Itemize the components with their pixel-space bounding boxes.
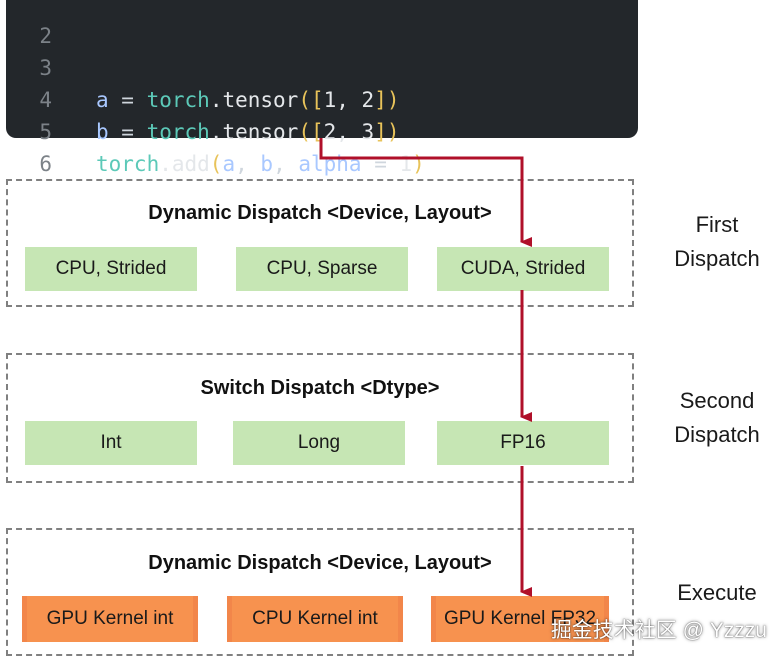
code-token: a — [96, 88, 109, 112]
code-panel: 2 3 a = torch.tensor([1, 2]) 4 b = torch… — [6, 0, 638, 176]
code-text: b = torch.tensor([2, 3]) — [96, 116, 400, 148]
code-token: 2, 3 — [323, 120, 375, 144]
code-token: ([ — [298, 120, 324, 144]
line-number: 2 — [39, 24, 52, 48]
first-dispatch-group: Dynamic Dispatch <Device, Layout> CPU, S… — [6, 179, 634, 307]
code-token: .add — [159, 152, 210, 176]
code-token: = — [108, 120, 147, 144]
box-long: Long — [233, 421, 405, 465]
side-label-line: Second — [679, 388, 755, 413]
code-text: a = torch.tensor([1, 2]) — [96, 84, 400, 116]
code-text: torch.add(a, b, alpha = 1) — [96, 148, 425, 180]
code-token: torch — [146, 120, 210, 144]
box-cpu-sparse: CPU, Sparse — [236, 247, 408, 291]
code-token: 1, 2 — [323, 88, 375, 112]
code-token: a — [222, 152, 236, 176]
box-cpu-strided: CPU, Strided — [25, 247, 197, 291]
box-gpu-kernel-fp32: GPU Kernel FP32 — [431, 596, 609, 642]
box-fp16: FP16 — [437, 421, 609, 465]
side-label-line: Dispatch — [674, 422, 760, 447]
code-token: torch — [96, 152, 160, 176]
code-token: ( — [209, 152, 223, 176]
arrow-code-to-cuda — [319, 138, 532, 247]
code-line-5: 5 torch.add(a, b, alpha = 1) — [6, 84, 424, 176]
box-int: Int — [25, 421, 197, 465]
side-label-line: Execute — [677, 580, 757, 605]
group-title: Switch Dispatch <Dtype> — [200, 377, 440, 399]
code-token: .tensor — [209, 88, 299, 112]
code-line-6: 6 — [6, 116, 57, 176]
code-token: , — [273, 152, 299, 176]
code-line-3: 3 a = torch.tensor([1, 2]) — [6, 20, 399, 112]
watermark: 掘金技术社区 @ Yzzzu — [550, 619, 767, 642]
code-line-4: 4 b = torch.tensor([2, 3]) — [6, 52, 399, 144]
side-label-line: First — [695, 212, 739, 237]
side-label-line: Dispatch — [674, 246, 760, 271]
line-number: 4 — [39, 88, 52, 112]
group-title: Dynamic Dispatch <Device, Layout> — [148, 552, 492, 574]
line-number: 3 — [39, 56, 52, 80]
code-token: alpha — [298, 152, 362, 176]
group-title: Dynamic Dispatch <Device, Layout> — [148, 202, 492, 224]
line-number: 6 — [39, 152, 52, 176]
box-gpu-kernel-int: GPU Kernel int — [22, 596, 198, 642]
second-dispatch-label: Second Dispatch — [650, 384, 781, 452]
code-token: b — [96, 120, 109, 144]
code-token: .tensor — [209, 120, 299, 144]
code-token: ]) — [374, 88, 400, 112]
code-token: = — [108, 88, 147, 112]
line-number: 5 — [39, 120, 52, 144]
code-token: torch — [146, 88, 210, 112]
first-dispatch-label: First Dispatch — [650, 208, 781, 276]
box-cuda-strided: CUDA, Strided — [437, 247, 609, 291]
code-token: b — [260, 152, 274, 176]
code-line-2: 2 — [6, 0, 57, 48]
execute-group: Dynamic Dispatch <Device, Layout> GPU Ke… — [6, 528, 634, 656]
execute-label: Execute — [650, 576, 781, 610]
code-token: , — [235, 152, 261, 176]
second-dispatch-group: Switch Dispatch <Dtype> Int Long FP16 — [6, 353, 634, 483]
code-token: ]) — [374, 120, 400, 144]
code-token: ([ — [298, 88, 324, 112]
box-cpu-kernel-int: CPU Kernel int — [227, 596, 403, 642]
